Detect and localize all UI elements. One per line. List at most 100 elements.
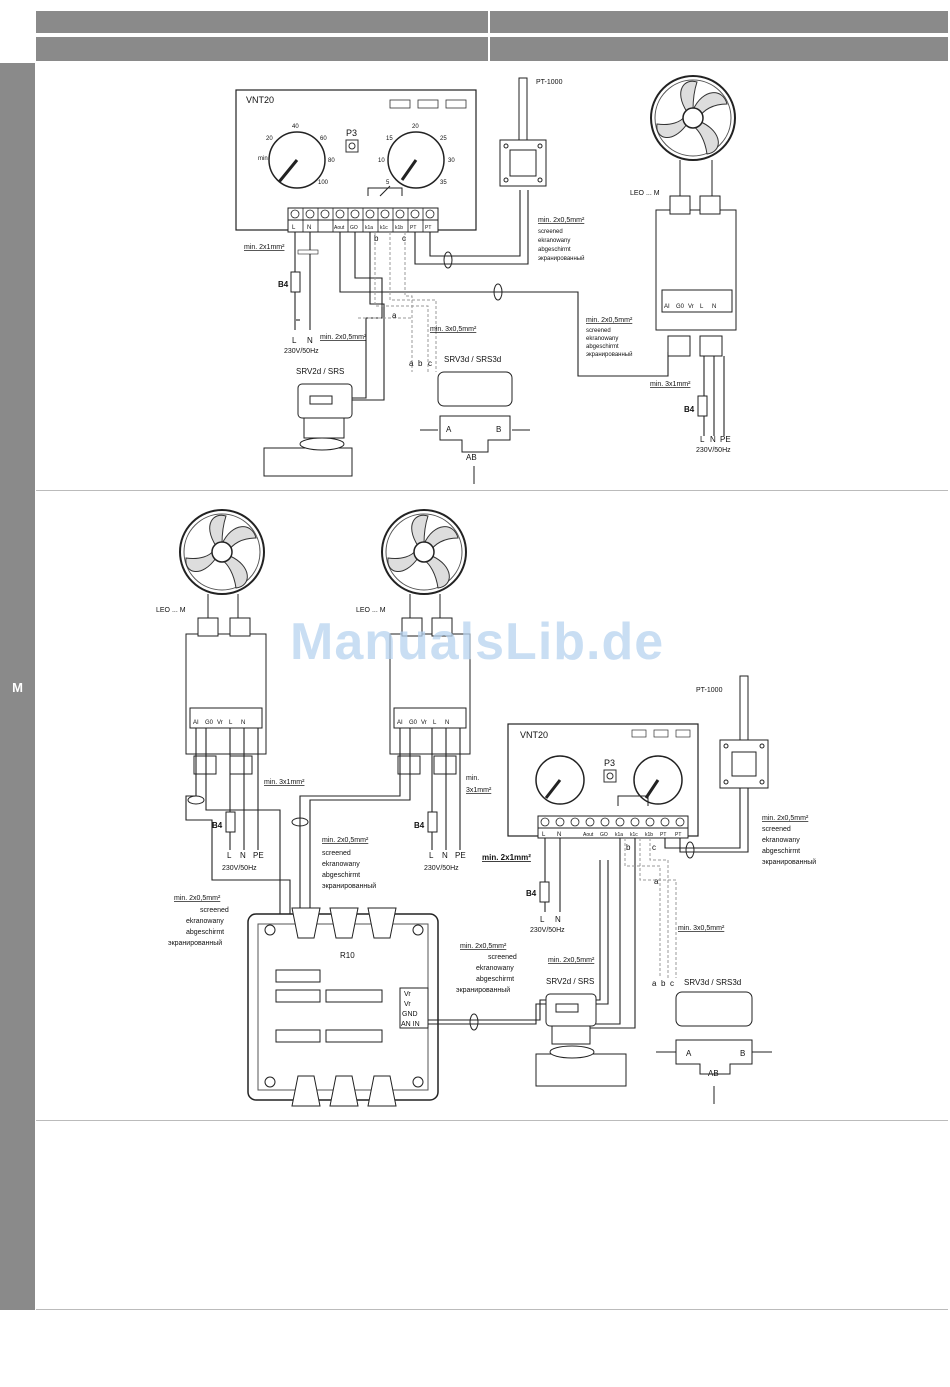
svg-text:L: L — [542, 832, 546, 838]
svg-text:min. 3x0,5mm²: min. 3x0,5mm² — [430, 326, 477, 333]
p3-label: P3 — [346, 128, 357, 138]
svg-text:ekranowany: ekranowany — [586, 336, 618, 342]
svg-text:230V/50Hz: 230V/50Hz — [424, 865, 459, 872]
svg-text:SRV3d / SRS3d: SRV3d / SRS3d — [444, 355, 501, 364]
svg-text:min. 2x0,5mm²: min. 2x0,5mm² — [174, 895, 221, 902]
svg-text:Vr: Vr — [421, 720, 427, 726]
svg-text:N: N — [555, 915, 561, 924]
svg-text:N: N — [445, 720, 449, 726]
svg-text:P3: P3 — [604, 758, 615, 768]
cable-2x1-label: min. 2x1mm² — [244, 244, 285, 251]
svg-text:A: A — [686, 1049, 692, 1058]
svg-text:N: N — [240, 851, 246, 860]
svg-text:ekranowany: ekranowany — [762, 837, 800, 844]
valve-srv2d-2: SRV2d / SRS — [535, 977, 627, 1087]
svg-text:экранированный: экранированный — [586, 351, 632, 358]
svg-text:экранированный: экранированный — [762, 858, 816, 866]
valve-srv2d-1: SRV2d / SRS — [263, 367, 353, 477]
svg-text:abgeschirmt: abgeschirmt — [538, 247, 571, 253]
svg-text:LEO ... M: LEO ... M — [356, 607, 386, 614]
svg-text:min. 2x0,5mm²: min. 2x0,5mm² — [586, 317, 633, 324]
svg-text:SRV3d / SRS3d: SRV3d / SRS3d — [684, 978, 741, 987]
svg-text:B4: B4 — [212, 821, 223, 830]
svg-text:min. 3x0,5mm²: min. 3x0,5mm² — [678, 925, 725, 932]
svg-text:b: b — [661, 979, 666, 988]
svg-text:k1a: k1a — [365, 225, 373, 231]
svg-text:B4: B4 — [684, 405, 695, 414]
svg-text:L: L — [227, 851, 232, 860]
svg-text:AN IN: AN IN — [401, 1021, 420, 1028]
svg-text:k1b: k1b — [395, 225, 403, 231]
fan-leo-2a: LEO ... M AI G0 Vr L N — [156, 509, 267, 775]
svg-text:B4: B4 — [414, 821, 425, 830]
section-sidebar — [0, 63, 35, 1310]
svg-text:A: A — [446, 425, 452, 434]
header-bar-left-1 — [35, 10, 489, 34]
svg-text:screened: screened — [762, 826, 791, 833]
svg-text:k1a: k1a — [615, 832, 623, 838]
svg-text:ekranowany: ekranowany — [538, 238, 570, 244]
svg-text:35: 35 — [440, 180, 447, 186]
svg-text:L: L — [292, 225, 296, 231]
svg-text:Vr: Vr — [404, 991, 411, 998]
svg-text:c: c — [652, 843, 656, 852]
svg-text:b: b — [374, 234, 379, 243]
svg-text:min. 2x0,5mm²: min. 2x0,5mm² — [460, 943, 507, 950]
svg-text:N: N — [442, 851, 448, 860]
svg-text:3x1mm²: 3x1mm² — [466, 787, 492, 794]
svg-text:20: 20 — [412, 124, 419, 130]
svg-text:230V/50Hz: 230V/50Hz — [696, 447, 731, 454]
fan-leo-1: LEO ... M AI G0 Vr L N — [630, 75, 737, 357]
svg-text:PT: PT — [425, 225, 431, 231]
valve-srv3d-1: SRV3d / SRS3d a b c A B AB — [409, 355, 530, 484]
r10-module: R10 Vr Vr GND AN IN — [247, 907, 439, 1107]
svg-text:экранированный: экранированный — [168, 939, 222, 947]
svg-text:B: B — [740, 1049, 745, 1058]
svg-text:Vr: Vr — [404, 1001, 411, 1008]
svg-text:Aout: Aout — [334, 225, 345, 231]
svg-text:PT: PT — [675, 832, 681, 838]
svg-text:screened: screened — [200, 907, 229, 914]
svg-text:Aout: Aout — [583, 832, 594, 838]
svg-text:L: L — [700, 435, 705, 444]
svg-text:20: 20 — [266, 136, 273, 142]
svg-text:ekranowany: ekranowany — [186, 918, 224, 925]
svg-text:AI: AI — [664, 304, 670, 310]
svg-text:L: L — [433, 720, 437, 726]
svg-text:min. 2x0,5mm²: min. 2x0,5mm² — [762, 815, 809, 822]
svg-text:a: a — [654, 877, 659, 886]
svg-text:min. 2x0,5mm²: min. 2x0,5mm² — [538, 217, 585, 224]
svg-text:abgeschirmt: abgeschirmt — [762, 848, 800, 855]
svg-text:c: c — [670, 979, 674, 988]
svg-text:a: a — [652, 979, 657, 988]
svg-text:G0: G0 — [409, 720, 418, 726]
svg-text:AI: AI — [397, 720, 403, 726]
svg-text:k1c: k1c — [380, 225, 388, 231]
controller-2: VNT20 P3 L N Aout GO k1a — [507, 723, 699, 839]
diagram-2-frame — [36, 492, 948, 1121]
svg-text:экранированный: экранированный — [456, 986, 510, 994]
svg-text:N: N — [241, 720, 245, 726]
svg-text:PT: PT — [410, 225, 416, 231]
svg-text:LEO ... M: LEO ... M — [630, 190, 660, 197]
svg-text:25: 25 — [440, 136, 447, 142]
svg-text:c: c — [402, 234, 406, 243]
svg-text:PT-1000: PT-1000 — [696, 687, 723, 694]
watermark: ManualsLib.de — [290, 613, 665, 671]
svg-text:Vr: Vr — [217, 720, 223, 726]
svg-text:min. 2x0,5mm²: min. 2x0,5mm² — [548, 957, 595, 964]
svg-text:R10: R10 — [340, 951, 355, 960]
svg-text:abgeschirmt: abgeschirmt — [476, 976, 514, 983]
svg-text:230V/50Hz: 230V/50Hz — [222, 865, 257, 872]
svg-text:PT-1000: PT-1000 — [536, 79, 563, 86]
svg-text:GO: GO — [600, 832, 608, 838]
svg-text:B4: B4 — [526, 889, 537, 898]
svg-text:min. 2x1mm²: min. 2x1mm² — [482, 853, 531, 862]
svg-text:c: c — [428, 359, 432, 368]
svg-text:PE: PE — [253, 851, 264, 860]
svg-text:LEO ... M: LEO ... M — [156, 607, 186, 614]
svg-text:PE: PE — [720, 435, 731, 444]
svg-text:L: L — [229, 720, 233, 726]
svg-text:SRV2d / SRS: SRV2d / SRS — [546, 977, 594, 986]
